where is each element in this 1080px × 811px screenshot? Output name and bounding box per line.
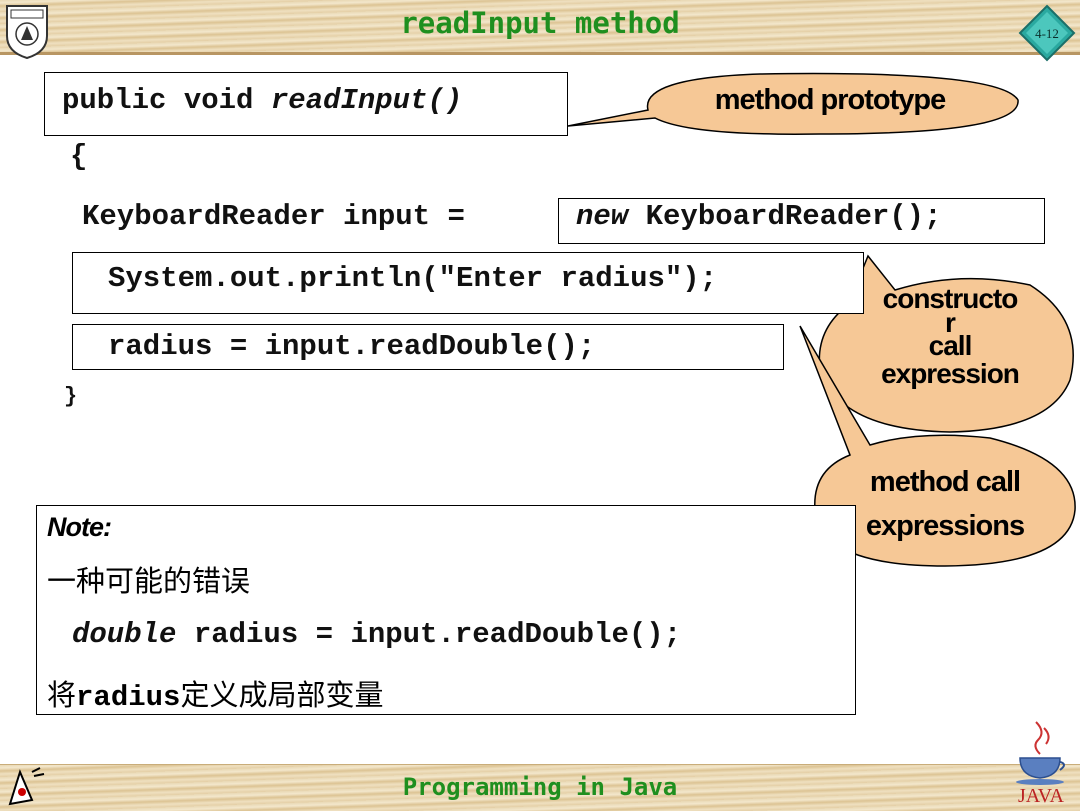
method-signature: public void readInput() <box>62 84 462 117</box>
println-box <box>72 252 864 314</box>
method-call-callout-line1: method call <box>869 466 1021 498</box>
slide-number-badge: 4-12 <box>1018 4 1076 62</box>
open-brace: { <box>70 140 88 173</box>
constructor-callout-line2: r <box>945 307 956 338</box>
note-local-declaration: double radius = input.readDouble(); <box>72 618 681 651</box>
keyboard-reader-declaration: KeyboardReader input = <box>82 200 465 233</box>
double-keyword: double <box>72 618 177 651</box>
close-brace: } <box>64 384 78 409</box>
constructor-name: KeyboardReader(); <box>628 200 942 233</box>
slide-number: 4-12 <box>1035 26 1059 41</box>
university-seal-icon <box>6 5 48 60</box>
method-call-callout-label: method call expressions <box>830 460 1060 548</box>
header-bar <box>0 0 1080 52</box>
java-logo-text: JAVA <box>1018 785 1065 807</box>
new-keyword: new <box>576 200 629 233</box>
footer-bar <box>0 764 1080 811</box>
duke-mascot-icon <box>8 767 45 806</box>
constructor-callout-line3: call <box>928 330 973 361</box>
footer-title: Programming in Java <box>402 773 678 801</box>
signature-box <box>44 72 568 136</box>
slide-title: readInput method <box>400 6 680 40</box>
read-double-statement: radius = input.readDouble(); <box>108 330 596 363</box>
constructor-callout-line4: expression <box>881 358 1020 389</box>
constructor-callout-label: constructo r call expression <box>840 284 1060 388</box>
signature-method-name: readInput() <box>270 84 463 117</box>
note-explanation-prefix: 将 <box>47 678 77 712</box>
java-logo-icon: JAVA <box>1016 721 1065 807</box>
method-call-callout-line2: expressions <box>865 510 1025 542</box>
prototype-callout-label: method prototype <box>714 84 947 116</box>
println-statement: System.out.println("Enter radius"); <box>108 262 718 295</box>
note-error-text: 一种可能的错误 <box>47 564 251 598</box>
note-label: Note: <box>47 512 112 542</box>
read-double-box <box>72 324 784 370</box>
header-divider <box>0 52 1080 55</box>
note-explanation-suffix: 定义成局部变量 <box>180 678 384 712</box>
note-box <box>36 505 856 715</box>
constructor-callout-line1: constructo <box>882 283 1019 314</box>
prototype-callout-shape <box>567 72 1019 135</box>
note-explanation: 将radius定义成局部变量 <box>47 672 383 714</box>
note-radius-var: radius <box>76 681 181 714</box>
constructor-call-box <box>558 198 1045 244</box>
signature-keywords: public void <box>62 84 271 117</box>
note-declaration-rest: radius = input.readDouble(); <box>176 618 682 651</box>
constructor-call: new KeyboardReader(); <box>576 200 941 233</box>
